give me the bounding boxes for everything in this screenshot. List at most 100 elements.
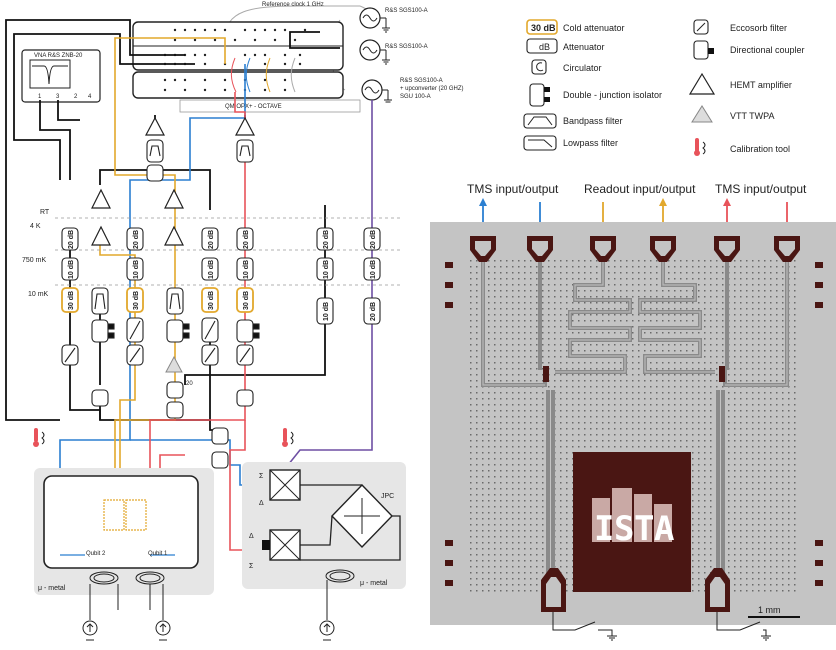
stage-rt: RT [40,209,50,216]
scale-bar-label: 1 mm [758,605,781,615]
att-b-750: 10 dB [133,260,140,279]
calibration-icon [694,138,706,156]
twpa-atten: -20 [184,381,193,387]
circulator-icon [531,59,547,75]
legend-att-box: dB [539,42,550,52]
legend-coupler: Directional coupler [730,45,805,55]
jpc-label: JPC [381,493,394,500]
sigma-bottom: Σ [249,563,254,570]
stage-750mk: 750 mK [22,257,46,264]
qubit-couplers [543,366,725,382]
lowpass-icon [523,135,557,151]
bottom-bond-pads [541,568,730,612]
legend-bandpass: Bandpass filter [563,116,623,126]
attenuator-column: 20 dB 10 dB 30 dB 20 dB 10 dB 30 dB 20 d… [61,227,381,325]
jpc-sample-box: Σ Δ Δ Σ JPC μ - metal [242,462,406,589]
qm-opx-octave: QM OPX+ - OCTAVE [132,21,361,113]
sgs-2-label: R&S SGS100-A [385,44,428,50]
delta-top: Δ [259,500,264,507]
twpa-icon [691,105,713,123]
att-e-750: 10 dB [323,260,330,279]
sgs-1-label: R&S SGS100-A [385,8,428,14]
legend-eccosorb: Eccosorb filter [730,23,787,33]
ground-connections [552,612,771,641]
bandpass-icon [523,113,557,129]
sigma-top: Σ [259,473,264,480]
att-c-10mk: 30 dB [208,291,215,310]
delta-bottom: Δ [249,533,254,540]
qm-label: QM OPX+ - OCTAVE [225,104,282,110]
legend-circulator: Circulator [563,63,602,73]
att-b-4k: 20 dB [133,230,140,249]
chip-image: TMS input/output Readout input/output TM… [430,182,836,641]
att-c-750: 10 dB [208,260,215,279]
tms-left-label: TMS input/output [467,182,559,196]
alignment-marks [445,262,823,586]
att-a-750: 10 dB [68,260,75,279]
att-d-4k: 20 dB [243,230,250,249]
att-a-4k: 20 dB [68,230,75,249]
reference-clock-label: Reference clock 1 GHz [262,2,324,8]
att-f-10mk: 20 dB [370,302,377,321]
vna-label: VNA R&S ZNB-20 [34,53,83,59]
legend-calib: Calibration tool [730,144,790,154]
att-d-10mk: 30 dB [243,291,250,310]
purple-line [279,100,373,476]
logo-letter-s: S [614,509,634,549]
signal-generator-1: R&S SGS100-A [359,7,428,33]
qubit-1-label: Qubit 1 [148,551,168,557]
att-f-750: 10 dB [370,260,377,279]
current-sources [82,580,335,641]
att-a-10mk: 30 dB [68,291,75,310]
calibration-tools [33,428,294,447]
att-c-4k: 20 dB [208,230,215,249]
vna-port-1: 1 [38,94,42,100]
att-b-10mk: 30 dB [133,291,140,310]
signal-generator-3: R&S SGS100-A + upconverter (20 GHZ) SGU … [361,78,464,103]
top-bond-pads [470,236,800,262]
tms-right-label: TMS input/output [715,182,807,196]
logo-letter-i: I [594,509,614,549]
logo-letter-a: A [654,509,674,549]
ista-logo: I S T A [592,488,674,549]
cold-components [61,287,260,469]
temperature-stages [55,217,400,286]
att-f-4k: 20 dB [370,230,377,249]
logo-letter-t: T [634,509,654,549]
legend-att: Attenuator [563,42,605,52]
legend-twpa: VTT TWPA [730,111,775,121]
qubit-sample-box: Qubit 2 Qubit 1 μ - metal [34,468,214,595]
stage-4k: 4 K [30,223,41,230]
stage-10mk: 10 mK [28,291,49,298]
att-e-10mk: 10 dB [323,302,330,321]
instrument-rack: Reference clock 1 GHz R&S SGS100-A R&S S… [21,2,464,113]
hemt-icon [688,72,716,95]
twpa [165,355,183,373]
mu-metal-left: μ - metal [38,585,66,592]
wiring-diagram: Reference clock 1 GHz R&S SGS100-A R&S S… [5,2,464,641]
legend-hemt: HEMT amplifier [730,80,792,90]
legend-cold-att: Cold attenuator [563,23,625,33]
qubit-2-label: Qubit 2 [86,551,106,557]
att-d-750: 10 dB [243,260,250,279]
yellow-line [114,37,226,500]
vna-port-2: 2 [74,94,78,100]
signal-generator-2: R&S SGS100-A [359,39,428,65]
legend-cold-att-box: 30 dB [531,23,556,33]
legend-lowpass: Lowpass filter [563,138,618,148]
att-e-4k: 20 dB [323,230,330,249]
sgs-3-label-1: R&S SGS100-A [400,78,443,84]
legend-dji: Double - junction isolator [563,90,662,100]
rt-filters [146,139,254,182]
mu-metal-right: μ - metal [360,580,388,587]
sgs-3-label-3: SGU 100-A [400,94,431,100]
vna: VNA R&S ZNB-20 1 3 2 4 [21,49,101,103]
hemt-amplifiers [91,116,255,246]
vna-port-3: 3 [56,94,60,100]
vna-port-4: 4 [88,94,92,100]
sgs-3-label-2: + upconverter (20 GHZ) [400,86,464,92]
readout-label: Readout input/output [584,182,696,196]
coupler-icon [693,40,709,60]
isolator-icon [529,83,545,107]
